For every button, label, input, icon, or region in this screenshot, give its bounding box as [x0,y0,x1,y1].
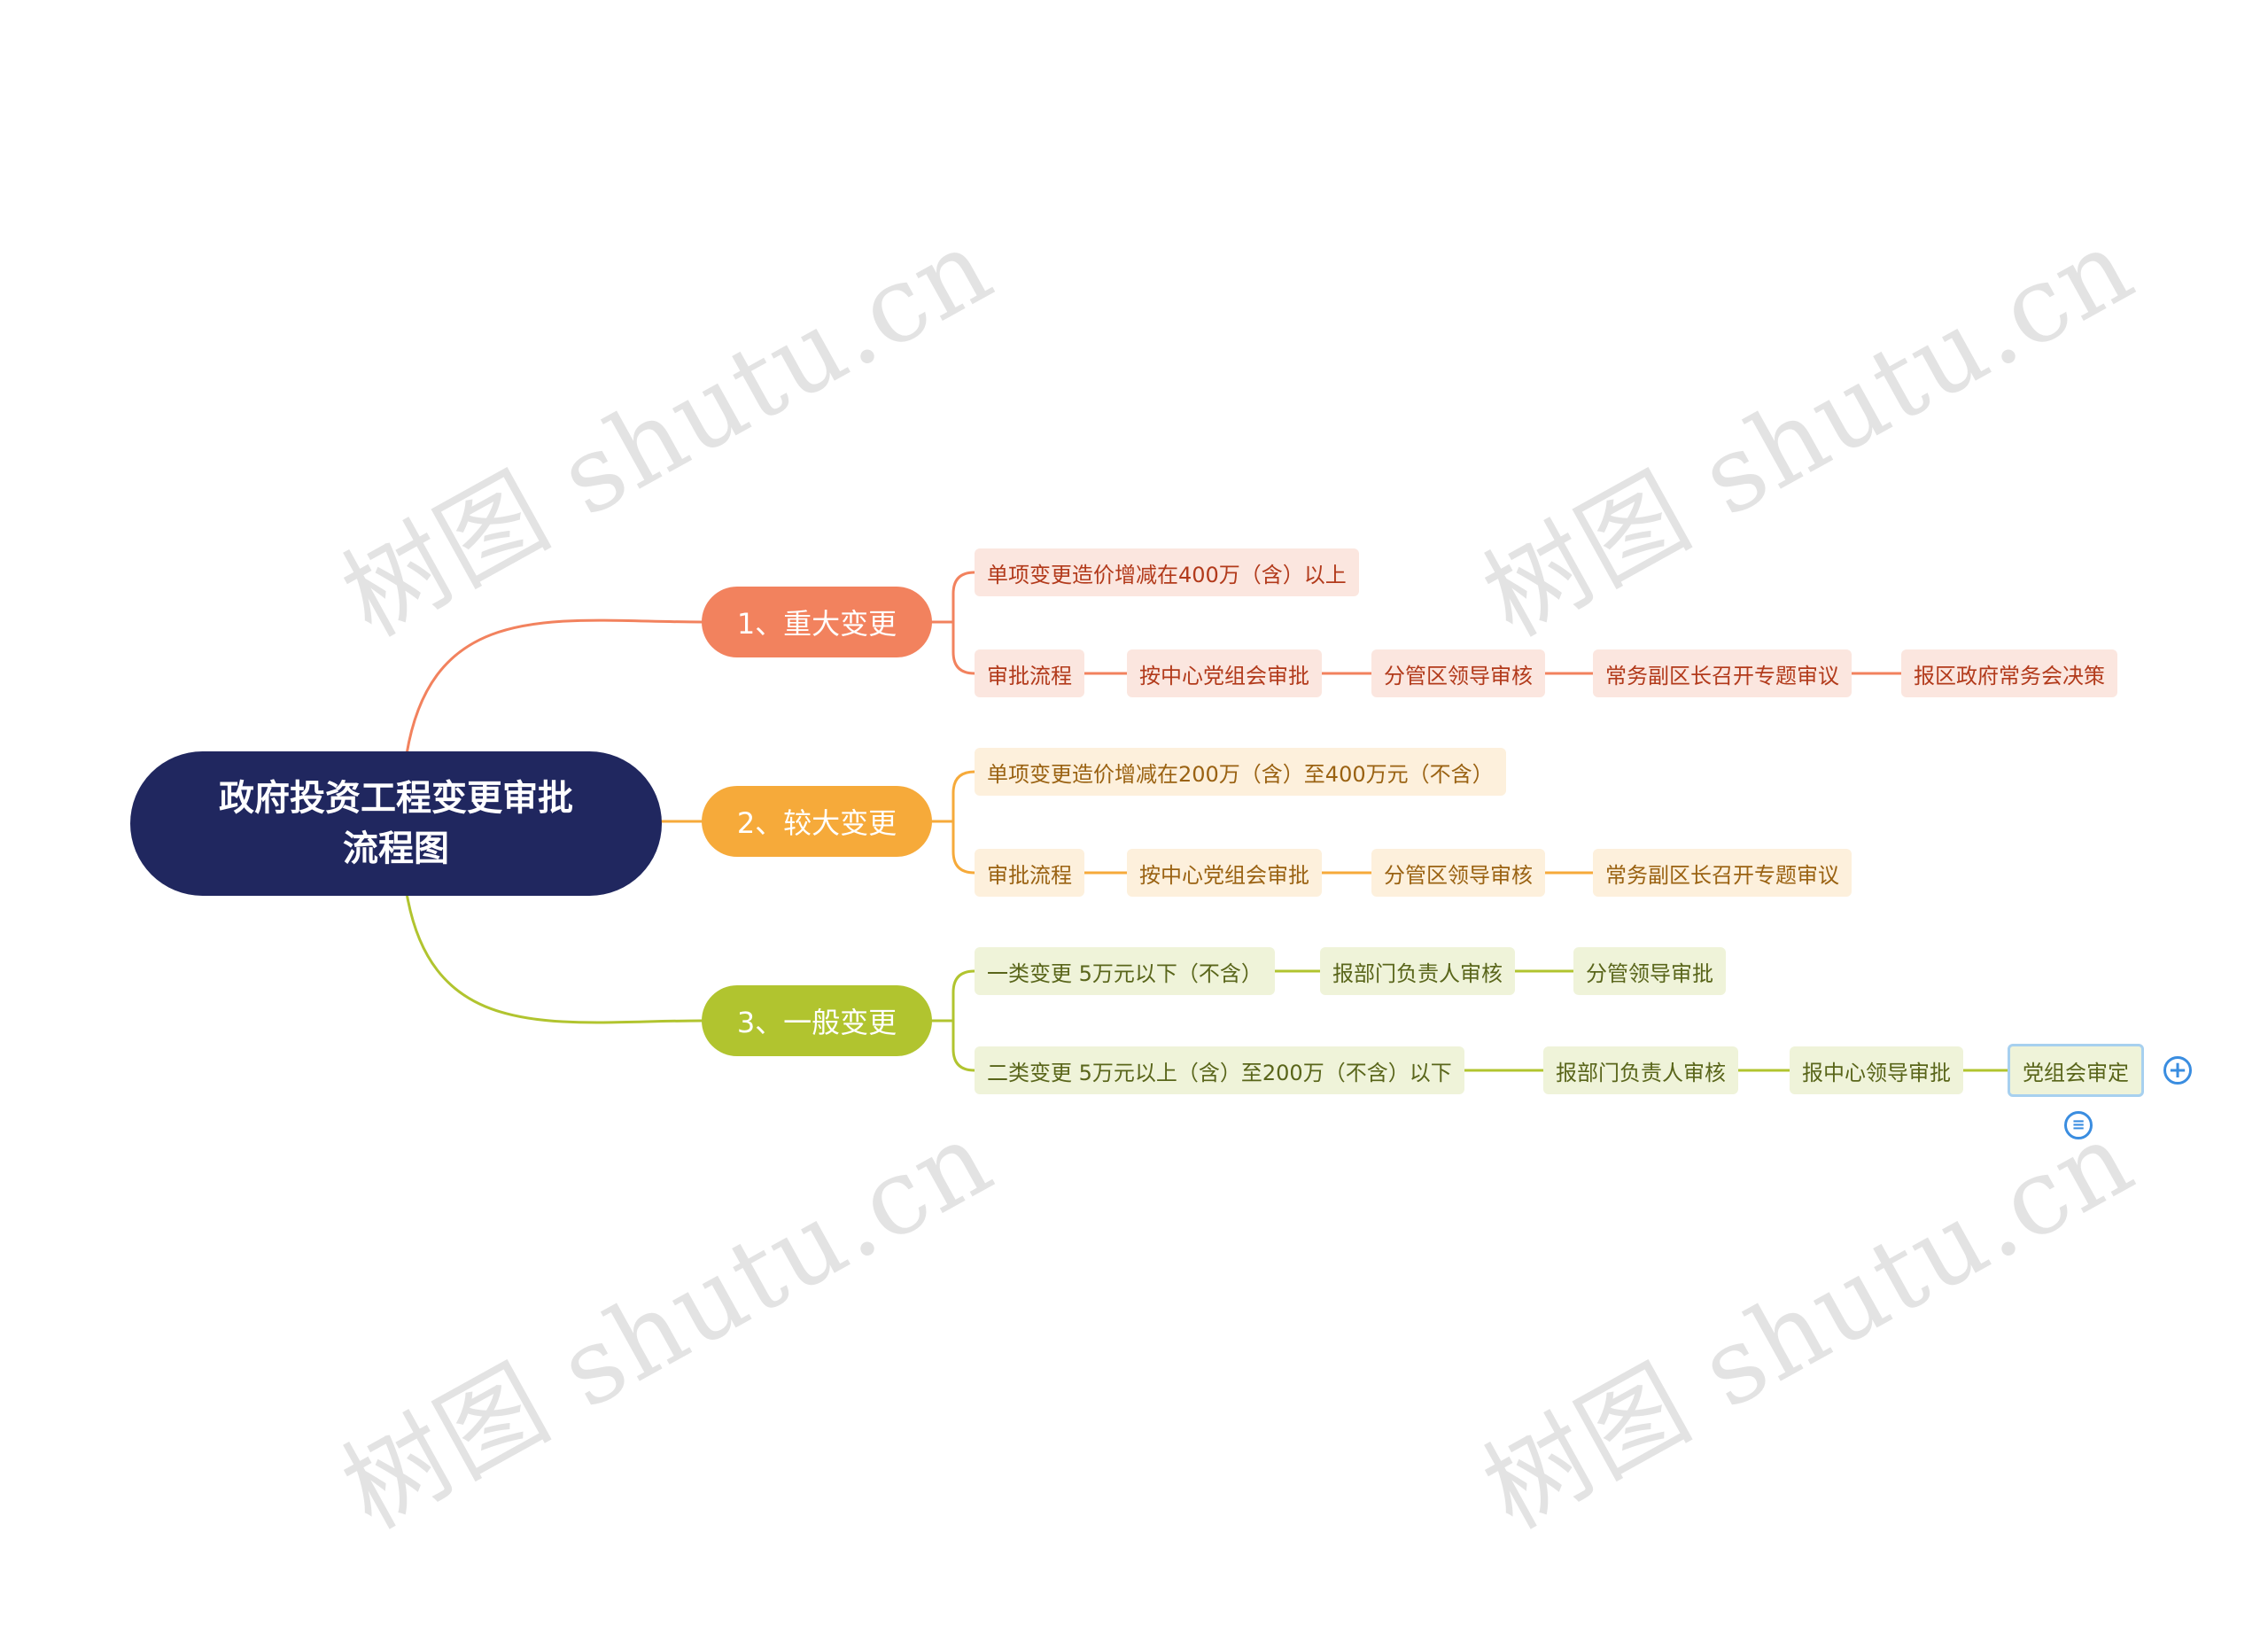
topic-b2-threshold[interactable]: 单项变更造价增减在200万（含）至400万元（不含） [975,748,1506,796]
topic-b2-party-group-approval[interactable]: 按中心党组会审批 [1127,849,1322,897]
topic-b3-party-group-final[interactable]: 党组会审定 [2008,1044,2144,1097]
root-topic-line2: 流程图 [343,828,449,869]
plus-circle-icon[interactable]: + [2163,1056,2192,1085]
topic-b1-government-decision[interactable]: 报区政府常务会决策 [1901,649,2117,697]
topic-b1-party-group-approval[interactable]: 按中心党组会审批 [1127,649,1322,697]
topic-b3-class2-dept-review[interactable]: 报部门负责人审核 [1543,1046,1738,1094]
topic-b3-class1-leader-approval[interactable]: 分管领导审批 [1573,947,1726,995]
root-topic[interactable]: 政府投资工程变更审批 流程图 [130,751,662,896]
connector-b2-bracket [951,770,976,875]
topic-b2-deputy-mayor-review[interactable]: 常务副区长召开专题审议 [1593,849,1852,897]
topic-b2-approval-process[interactable]: 审批流程 [975,849,1084,897]
root-topic-line1: 政府投资工程变更审批 [219,777,573,819]
branch-general-change[interactable]: 3、一般变更 [702,985,932,1056]
topic-b3-class2-center-approval[interactable]: 报中心领导审批 [1790,1046,1963,1094]
topic-b1-threshold[interactable]: 单项变更造价增减在400万（含）以上 [975,548,1359,596]
topic-b3-class2-change[interactable]: 二类变更 5万元以上（含）至200万（不含）以下 [975,1046,1464,1094]
topic-b1-district-leader-review[interactable]: 分管区领导审核 [1371,649,1545,697]
connector-root-b3 [405,891,703,1024]
note-icon[interactable]: ≡ [2064,1111,2093,1139]
topic-b3-class1-dept-review[interactable]: 报部门负责人审核 [1320,947,1515,995]
connector-b1-bracket [951,571,976,675]
branch-significant-change[interactable]: 2、较大变更 [702,786,932,857]
connector-b3-bracket [951,969,976,1072]
topic-b3-class1-change[interactable]: 一类变更 5万元以下（不含） [975,947,1275,995]
connector-root-b1 [405,618,703,756]
branch-major-change[interactable]: 1、重大变更 [702,587,932,657]
topic-b1-approval-process[interactable]: 审批流程 [975,649,1084,697]
topic-b1-deputy-mayor-review[interactable]: 常务副区长召开专题审议 [1593,649,1852,697]
topic-b2-district-leader-review[interactable]: 分管区领导审核 [1371,849,1545,897]
